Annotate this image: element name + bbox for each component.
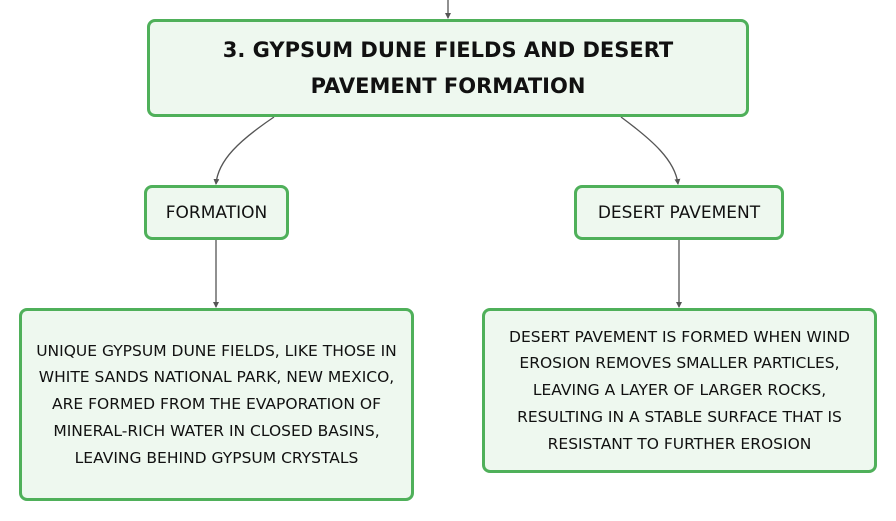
edge-title-to-formation (213, 116, 275, 185)
formation-node-label: FORMATION (165, 202, 268, 223)
formation-node: FORMATION (144, 185, 289, 240)
desert-pavement-node: DESERT PAVEMENT (574, 185, 784, 240)
desert-pavement-detail-node: DESERT PAVEMENT IS FORMED WHEN WIND EROS… (482, 308, 877, 473)
formation-detail-text: UNIQUE GYPSUM DUNE FIELDS, LIKE THOSE IN… (36, 341, 397, 467)
desert-pavement-node-label: DESERT PAVEMENT (597, 202, 761, 223)
title-node: 3. GYPSUM DUNE FIELDS AND DESERT PAVEMEN… (147, 19, 749, 117)
desert-pavement-detail-text: DESERT PAVEMENT IS FORMED WHEN WIND EROS… (509, 327, 850, 453)
edge-title-to-desert-pavement (620, 116, 681, 185)
title-node-text: 3. GYPSUM DUNE FIELDS AND DESERT PAVEMEN… (222, 38, 674, 98)
formation-detail-node: UNIQUE GYPSUM DUNE FIELDS, LIKE THOSE IN… (19, 308, 414, 501)
